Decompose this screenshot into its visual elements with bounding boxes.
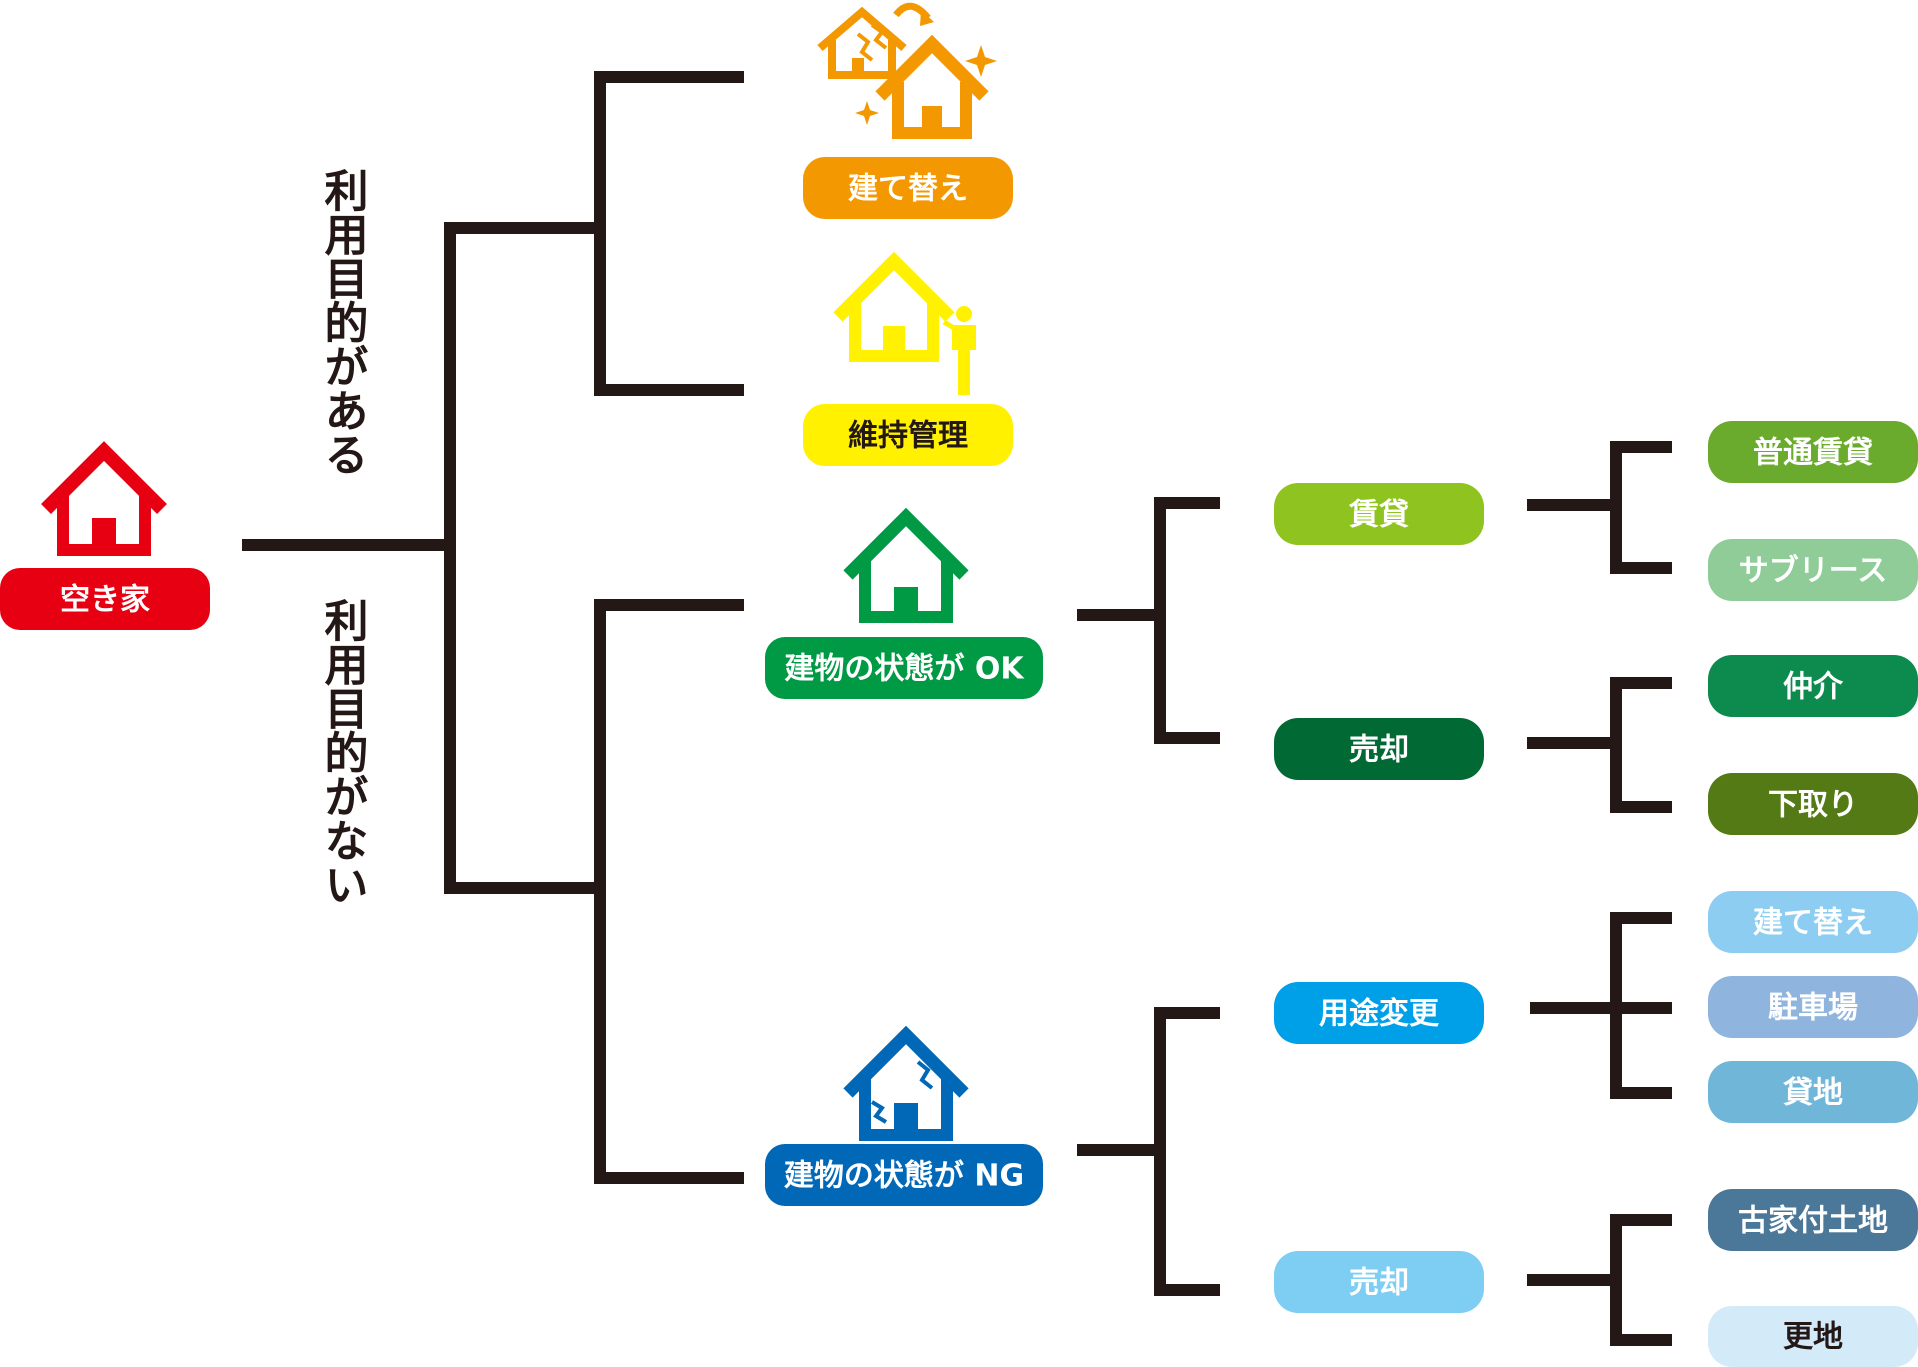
pill-building-ok: 建物の状態が OK bbox=[765, 637, 1043, 699]
pill-sublease: サブリース bbox=[1708, 539, 1918, 601]
pill-parking: 駐車場 bbox=[1708, 976, 1918, 1038]
pill-brokerage: 仲介 bbox=[1708, 655, 1918, 717]
connector-ok-bracket bbox=[1154, 497, 1220, 744]
pill-vacant-land: 更地 bbox=[1708, 1306, 1918, 1367]
pill-rebuild: 建て替え bbox=[803, 157, 1013, 219]
pill-building-ng: 建物の状態が NG bbox=[765, 1144, 1043, 1206]
pill-land-lease: 貸地 bbox=[1708, 1061, 1918, 1123]
rebuild-house-icon bbox=[817, 2, 997, 139]
pill-land-with-old-house: 古家付土地 bbox=[1708, 1189, 1918, 1251]
pill-normal-lease: 普通賃貸 bbox=[1708, 421, 1918, 483]
connector-ng-bracket bbox=[1154, 1007, 1220, 1296]
house-ok-icon bbox=[843, 507, 969, 623]
connector-ng-sale-bracket bbox=[1610, 1214, 1672, 1346]
pill-ok-sale: 売却 bbox=[1274, 718, 1484, 780]
branch-label-has-purpose: 利用目的がある bbox=[317, 168, 369, 476]
connector-has-purpose-bracket bbox=[594, 71, 744, 396]
connector-level1-bracket bbox=[444, 222, 600, 894]
pill-ng-conversion: 用途変更 bbox=[1274, 982, 1484, 1044]
pill-label: 貸地 bbox=[1783, 1076, 1843, 1111]
pill-label: 賃貸 bbox=[1348, 498, 1409, 533]
pill-maintenance: 維持管理 bbox=[803, 404, 1013, 466]
pill-label: 建て替え bbox=[1753, 906, 1873, 941]
pill-label: 仲介 bbox=[1783, 670, 1844, 705]
pill-label: 更地 bbox=[1783, 1320, 1843, 1355]
pill-label: サブリース bbox=[1739, 554, 1888, 589]
connector-conversion-bracket bbox=[1610, 912, 1672, 1099]
pill-label: 下取り bbox=[1768, 788, 1858, 823]
pill-label: 駐車場 bbox=[1768, 991, 1858, 1026]
house-ng-icon bbox=[843, 1025, 969, 1141]
connector-lines bbox=[242, 71, 1672, 1346]
house-icon bbox=[41, 441, 167, 556]
connector-lease-bracket bbox=[1610, 441, 1672, 574]
pill-ng-sale: 売却 bbox=[1274, 1251, 1484, 1313]
pill-label: 空き家 bbox=[60, 583, 150, 618]
connector-no-purpose-bracket bbox=[594, 599, 744, 1184]
pill-label: 古家付土地 bbox=[1738, 1204, 1888, 1239]
pill-label: 売却 bbox=[1349, 733, 1409, 768]
pill-label: 維持管理 bbox=[848, 419, 968, 454]
branch-label-no-purpose: 利用目的がない bbox=[317, 598, 369, 906]
pill-ng-rebuild: 建て替え bbox=[1708, 891, 1918, 953]
pill-trade-in: 下取り bbox=[1708, 773, 1918, 835]
pill-label: 建て替え bbox=[848, 172, 968, 207]
pill-label: 普通賃貸 bbox=[1753, 436, 1873, 471]
pill-label: 売却 bbox=[1349, 1266, 1409, 1301]
pill-vacant-house: 空き家 bbox=[0, 568, 210, 630]
pill-ok-lease: 賃貸 bbox=[1274, 483, 1484, 545]
pill-label: 建物の状態が NG bbox=[784, 1159, 1024, 1194]
pill-label: 用途変更 bbox=[1319, 997, 1440, 1032]
connector-ok-sale-bracket bbox=[1610, 677, 1672, 813]
pill-label: 建物の状態が OK bbox=[784, 652, 1025, 687]
maintenance-house-icon bbox=[833, 251, 976, 395]
